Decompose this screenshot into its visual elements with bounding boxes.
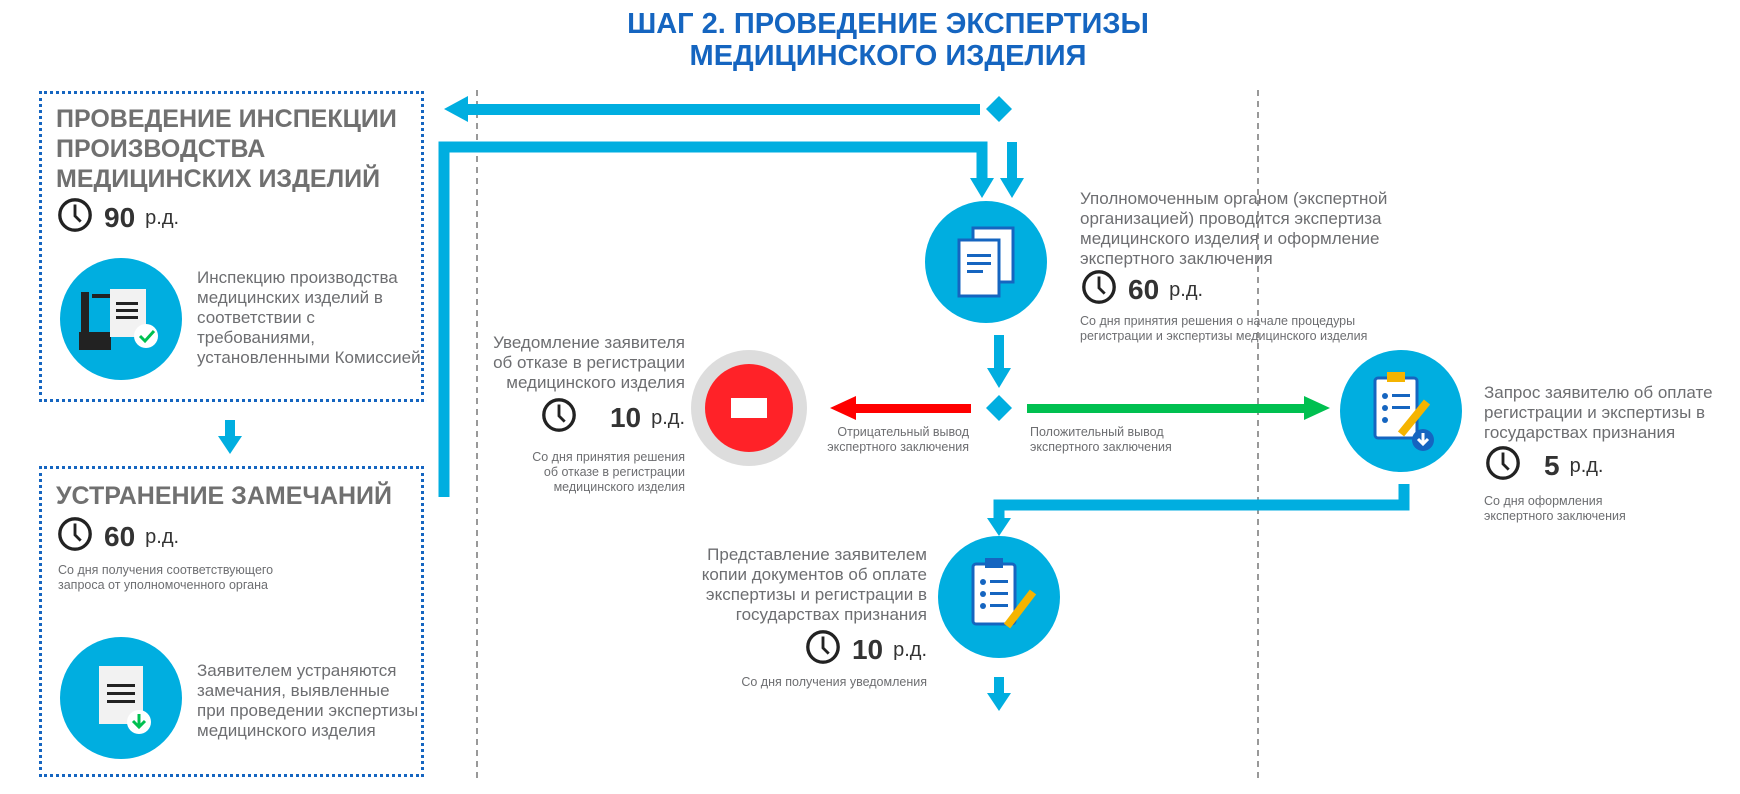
title-line: МЕДИЦИНСКОГО ИЗДЕЛИЯ	[689, 40, 1087, 72]
days-unit: р.д.	[651, 407, 685, 429]
duration: 10 р.д.	[540, 398, 685, 438]
arrowhead	[970, 178, 994, 198]
arrow-down	[1007, 142, 1017, 180]
clock-icon	[56, 515, 94, 559]
clock-icon	[1484, 444, 1522, 488]
duration: 5 р.д.	[1484, 446, 1603, 486]
clipboard-pencil-icon	[938, 536, 1060, 658]
days-value: 10	[851, 634, 884, 665]
arrow-to-inspection	[465, 104, 980, 115]
duration: 90 р.д.	[56, 198, 421, 238]
arrowhead	[1000, 178, 1024, 198]
arrowhead	[218, 436, 242, 454]
payment-docs-note: Со дня получения уведомления	[741, 675, 927, 689]
days-value: 90	[104, 202, 136, 233]
arrowhead	[987, 368, 1011, 388]
expertise-note: Со дня принятия решения о начале процеду…	[1080, 314, 1368, 343]
title-line: ШАГ 2. ПРОВЕДЕНИЕ ЭКСПЕРТИЗЫ	[627, 8, 1149, 40]
arrow-from-remarks	[438, 141, 988, 497]
duration: 60 р.д.	[56, 517, 421, 557]
decision-diamond	[986, 395, 1012, 421]
stop-icon	[691, 350, 807, 466]
days-unit: р.д.	[893, 639, 927, 661]
arrowhead	[987, 693, 1011, 711]
documents-icon	[925, 201, 1047, 323]
positive-arrow-shaft	[1027, 404, 1307, 413]
days-unit: р.д.	[145, 526, 180, 548]
negative-arrow	[830, 396, 856, 420]
arrow-down	[225, 420, 235, 438]
days-unit: р.д.	[145, 207, 180, 229]
days-value: 5	[1544, 450, 1560, 481]
arrowhead	[444, 96, 468, 122]
positive-arrow	[1304, 396, 1330, 420]
clock-icon	[804, 628, 842, 672]
days-unit: р.д.	[1569, 455, 1604, 477]
decision-diamond	[986, 96, 1012, 122]
clock-icon	[540, 396, 578, 440]
clock-icon	[56, 196, 94, 240]
days-value: 60	[104, 521, 136, 552]
arrow-down	[994, 335, 1004, 370]
inspection-title: ПРОВЕДЕНИЕ ИНСПЕКЦИИ	[56, 105, 397, 133]
arrowhead	[987, 518, 1011, 536]
factory-document-icon	[60, 258, 182, 380]
clock-icon	[1080, 268, 1118, 312]
days-value: 10	[609, 402, 642, 433]
days-value: 60	[1128, 274, 1160, 305]
inspection-title: ПРОИЗВОДСТВА	[56, 135, 266, 163]
remarks-title: УСТРАНЕНИЕ ЗАМЕЧАНИЙ	[56, 482, 392, 510]
clipboard-pencil-icon	[1340, 350, 1462, 472]
days-unit: р.д.	[1169, 279, 1204, 301]
remarks-box: УСТРАНЕНИЕ ЗАМЕЧАНИЙ 60 р.д. Со дня получ…	[39, 466, 424, 777]
inspection-title: МЕДИЦИНСКИХ ИЗДЕЛИЙ	[56, 165, 381, 193]
duration: 10 р.д.	[804, 630, 927, 670]
arrow-down	[994, 677, 1004, 695]
duration: 60 р.д.	[1080, 270, 1203, 310]
document-download-icon	[60, 637, 182, 759]
arrow-to-payment-docs	[993, 484, 1410, 520]
negative-arrow-shaft	[852, 404, 971, 413]
